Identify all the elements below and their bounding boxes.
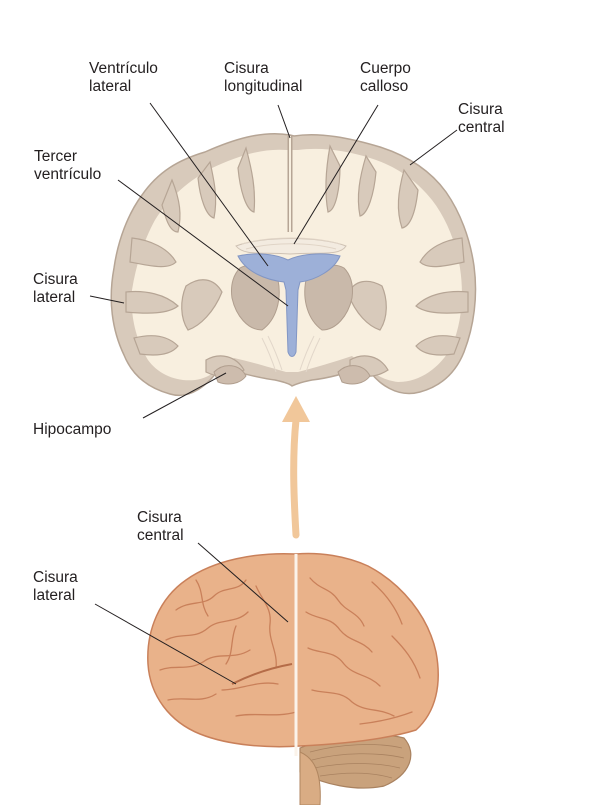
leader-cisura-central-top (409, 129, 458, 166)
label-hipocampo: Hipocampo (33, 421, 112, 438)
coronal-section (110, 132, 477, 396)
label-cuerpo-calloso: Cuerpo calloso (360, 60, 411, 95)
leader-cisura-lateral-bottom (94, 603, 237, 685)
leader-ventriculo-lateral (149, 102, 269, 267)
cerebrum-gyri (159, 577, 421, 725)
leader-hipocampo (142, 372, 227, 419)
coronal-gyri-right (325, 144, 469, 377)
label-cisura-central-bottom: Cisura central (137, 509, 184, 544)
internal-capsule-fibers (261, 335, 321, 373)
lateral-ventricles (237, 253, 341, 357)
lateral-brain-view (147, 552, 439, 805)
leader-cisura-central-bottom (197, 542, 289, 623)
label-cisura-central-top: Cisura central (458, 101, 505, 136)
label-cisura-lateral-top: Cisura lateral (33, 271, 78, 306)
hippocampus (213, 365, 247, 385)
label-cisura-lateral-bottom: Cisura lateral (33, 569, 78, 604)
label-ventriculo-lateral: Ventrículo lateral (89, 60, 158, 95)
direction-arrow (282, 396, 310, 539)
leader-tercer-ventriculo (117, 179, 289, 307)
leader-cuerpo-calloso (293, 104, 379, 245)
leader-lines (89, 102, 458, 685)
leader-cisura-lateral-top (89, 295, 125, 304)
label-cisura-longitudinal: Cisura longitudinal (224, 60, 303, 95)
leader-cisura-longitudinal (277, 104, 291, 139)
lateral-sulcus (231, 663, 293, 685)
cerebrum (147, 552, 439, 748)
label-tercer-ventriculo: Tercer ventrículo (34, 148, 102, 183)
